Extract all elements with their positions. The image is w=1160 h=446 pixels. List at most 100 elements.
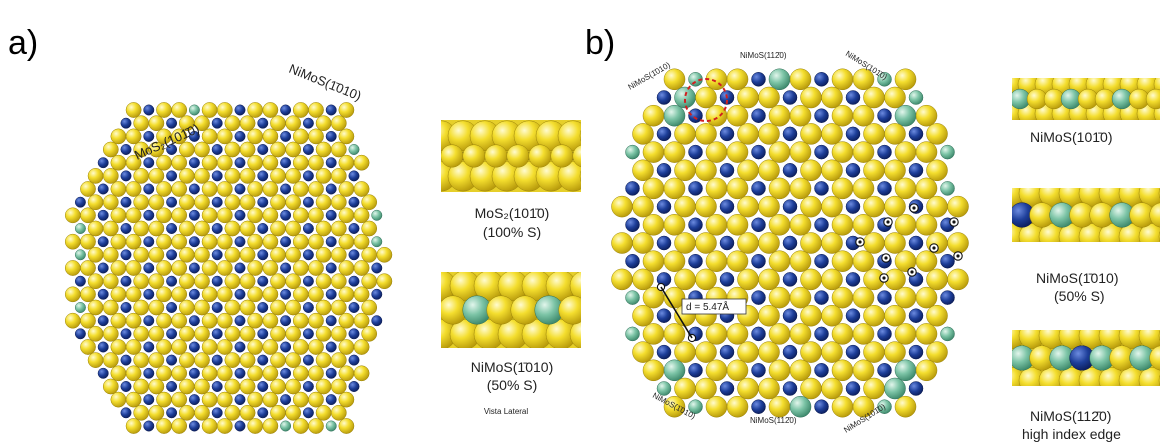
s-atom [102, 168, 119, 184]
s-atom [947, 268, 969, 291]
s-atom [194, 404, 210, 421]
s-atom [178, 378, 195, 395]
ni-atom [751, 399, 766, 414]
s-atom [789, 286, 812, 309]
s-atom [87, 246, 104, 263]
s-atom [292, 418, 309, 434]
s-atom [726, 250, 749, 272]
s-atom [338, 154, 355, 171]
mo-atom [325, 236, 337, 248]
panel-b-highlight-circle [684, 78, 728, 122]
s-atom [133, 115, 150, 132]
s-atom [133, 352, 150, 368]
ni-atom [371, 209, 383, 221]
s-atom [353, 260, 370, 276]
s-atom [87, 220, 104, 237]
s-atom [330, 168, 347, 184]
s-atom [821, 304, 843, 327]
panel-b-distance-box [681, 298, 747, 315]
mo-atom [302, 144, 314, 155]
s-atom [156, 154, 172, 171]
s-atom [133, 273, 150, 290]
ni-atom [877, 72, 892, 87]
mo-atom [782, 308, 798, 323]
mo-atom [234, 209, 246, 221]
mo-atom [143, 262, 155, 274]
s-atom [178, 141, 195, 158]
s-atom [831, 214, 854, 236]
s-atom [632, 195, 654, 218]
s-atom [695, 159, 717, 182]
s-atom [292, 391, 309, 408]
s-atom [292, 286, 309, 303]
s-atom [171, 154, 188, 171]
s-atom [156, 102, 172, 118]
mo-atom [302, 275, 314, 287]
mo-atom [908, 308, 924, 323]
s-atom [156, 312, 172, 329]
s-atom [1149, 345, 1160, 371]
s-atom [285, 325, 302, 342]
s-atom [125, 312, 142, 329]
mo-atom [348, 275, 360, 287]
mo-atom [280, 341, 292, 353]
s-atom [285, 194, 302, 211]
s-atom [308, 365, 324, 382]
s-atom [224, 325, 241, 342]
s-atom [768, 141, 791, 163]
mo-atom [877, 290, 892, 305]
s-atom [674, 232, 696, 254]
s-atom [171, 286, 188, 303]
s-atom [201, 260, 218, 276]
ni-atom [371, 236, 383, 248]
mo-atom [325, 157, 337, 169]
panel-b-side-caption-1: NiMoS(101̄0) [1030, 129, 1112, 145]
s-atom [110, 207, 127, 224]
s-atom [156, 339, 172, 355]
s-atom [642, 359, 665, 382]
s-atom [308, 260, 324, 276]
mo-atom [188, 394, 200, 406]
s-atom [884, 195, 906, 218]
s-atom [768, 286, 791, 309]
mo-atom [97, 262, 109, 274]
s-atom [201, 181, 218, 197]
ni-atom [908, 381, 924, 396]
ni-atom [940, 326, 955, 342]
s-atom [285, 141, 302, 158]
panel-b-edge-label-top-center: NiMoS(112̄0) [740, 51, 787, 60]
s-atom [852, 68, 875, 91]
s-atom [330, 246, 347, 263]
mo-atom [97, 209, 109, 221]
s-atom [64, 260, 81, 276]
s-atom [402, 271, 432, 301]
s-atom [330, 194, 347, 211]
mo-atom [211, 117, 223, 129]
s-atom [852, 214, 875, 236]
mo-atom [188, 209, 200, 221]
mo-atom [166, 275, 178, 287]
s-atom [632, 341, 654, 363]
mo-atom [143, 341, 155, 353]
mo-atom [877, 326, 892, 342]
s-atom [821, 159, 843, 182]
ni-atom [234, 104, 246, 116]
s-atom [705, 104, 728, 127]
mo-atom [280, 315, 292, 327]
mo-atom [302, 170, 314, 182]
s-atom [201, 233, 218, 250]
s-atom [884, 86, 906, 109]
s-atom [821, 195, 843, 218]
s-atom [1012, 94, 1014, 104]
s-atom [270, 220, 286, 237]
s-atom [216, 286, 233, 303]
s-atom [884, 304, 906, 327]
s-atom [285, 168, 302, 184]
mo-atom [143, 236, 155, 248]
mo-atom [302, 354, 314, 366]
mo-atom [211, 170, 223, 182]
mo-atom [656, 199, 672, 214]
s-atom [110, 286, 127, 303]
ni-atom [348, 381, 360, 392]
